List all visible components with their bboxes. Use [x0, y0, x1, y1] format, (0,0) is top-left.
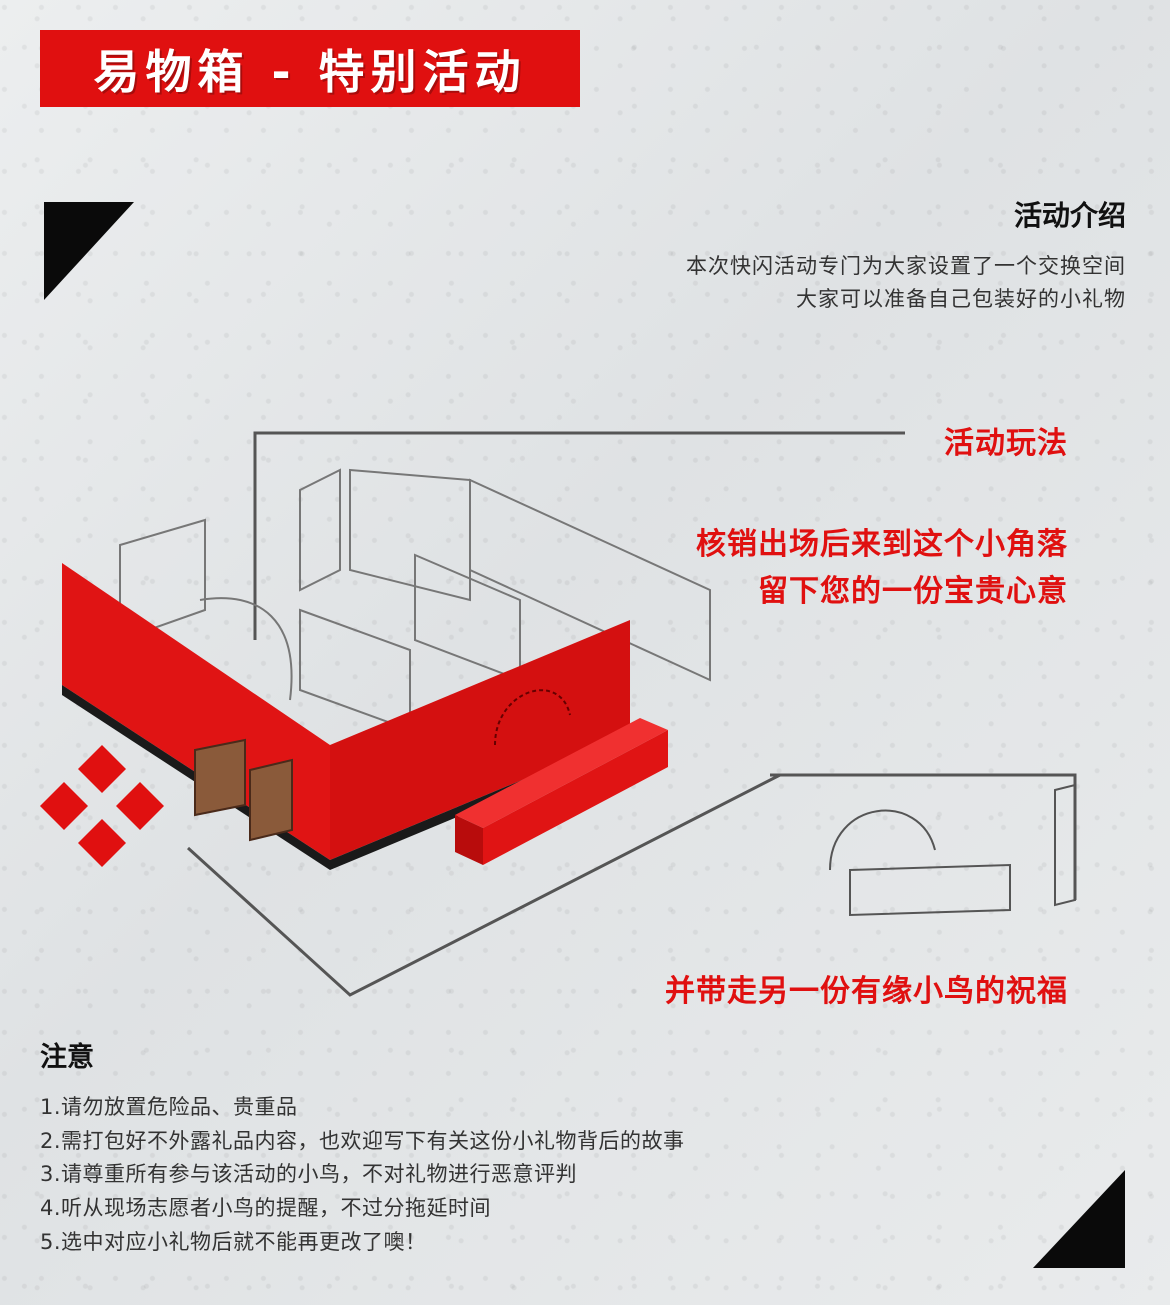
gameplay-step: 留下您的一份宝贵心意 [758, 574, 1068, 609]
note-item: 5.选中对应小礼物后就不能再更改了噢！ [40, 1230, 427, 1254]
corner-triangle-icon [1033, 1170, 1125, 1268]
note-item: 2.需打包好不外露礼品内容，也欢迎写下有关这份小礼物背后的故事 [40, 1129, 685, 1153]
intro-line: 本次快闪活动专门为大家设置了一个交换空间 [686, 254, 1126, 278]
page-title: 易物箱 - 特别活动 [93, 44, 527, 99]
note-item: 4.听从现场志愿者小鸟的提醒，不过分拖延时间 [40, 1196, 492, 1220]
title-banner: 易物箱 - 特别活动 [40, 30, 580, 107]
corner-triangle-icon [44, 202, 134, 300]
intro-title: 活动介绍 [1013, 199, 1126, 232]
intro-line: 大家可以准备自己包装好的小礼物 [796, 287, 1126, 311]
gameplay-step: 核销出场后来到这个小角落 [696, 527, 1068, 562]
gameplay-title: 活动玩法 [944, 426, 1068, 461]
notes-title: 注意 [40, 1042, 94, 1073]
gameplay-step: 并带走另一份有缘小鸟的祝福 [665, 974, 1068, 1009]
note-item: 1.请勿放置危险品、贵重品 [40, 1095, 298, 1119]
diamond-cluster-icon [40, 745, 164, 867]
note-item: 3.请尊重所有参与该活动的小鸟，不对礼物进行恶意评判 [40, 1162, 578, 1186]
